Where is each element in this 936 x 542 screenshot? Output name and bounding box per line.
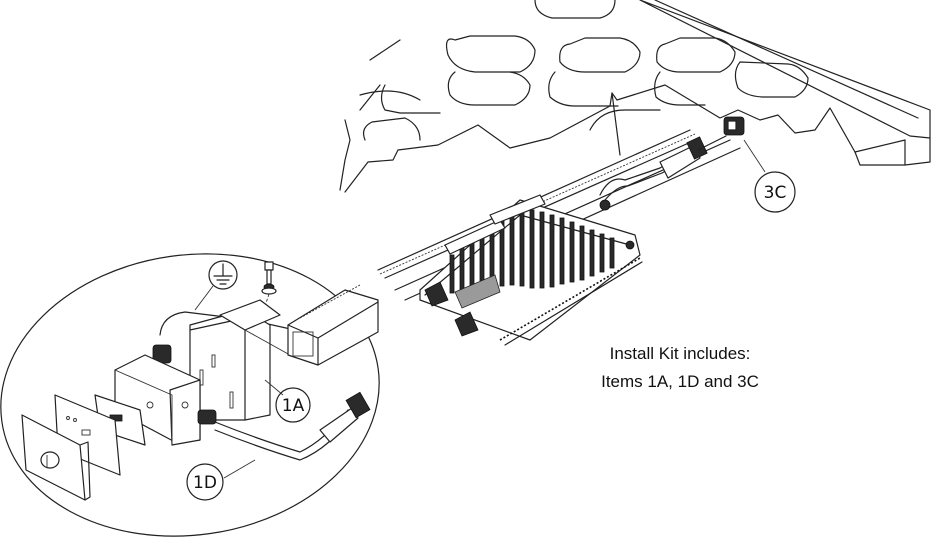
callout-1a-label: 1A <box>282 396 305 416</box>
callout-1d: 1D <box>186 459 256 501</box>
detail-inset-ellipse <box>0 253 380 537</box>
ground-wire <box>159 311 296 336</box>
rail-end-section <box>287 284 379 366</box>
junction-box <box>94 354 201 446</box>
install-kit-caption-title: Install Kit includes: <box>609 344 751 363</box>
switch-cover-plates <box>21 394 121 501</box>
honeycomb-cutouts <box>359 0 809 141</box>
ac-cable-1d <box>197 391 371 461</box>
callout-3c-label: 3C <box>764 183 787 203</box>
ac-cable-connector <box>599 135 727 201</box>
callout-3c: 3C <box>743 139 796 213</box>
callout-1d-label: 1D <box>193 473 217 493</box>
ground-symbol-icon <box>194 260 238 311</box>
callout-1a: 1A <box>264 379 311 423</box>
connector-cap-3c <box>723 116 745 136</box>
install-kit-caption-items: Items 1A, 1D and 3C <box>601 372 759 391</box>
heatsink-fins <box>449 209 615 294</box>
mounting-bracket-1a <box>189 299 291 421</box>
microinverter <box>419 194 643 346</box>
solar-panel-frame <box>339 0 931 193</box>
